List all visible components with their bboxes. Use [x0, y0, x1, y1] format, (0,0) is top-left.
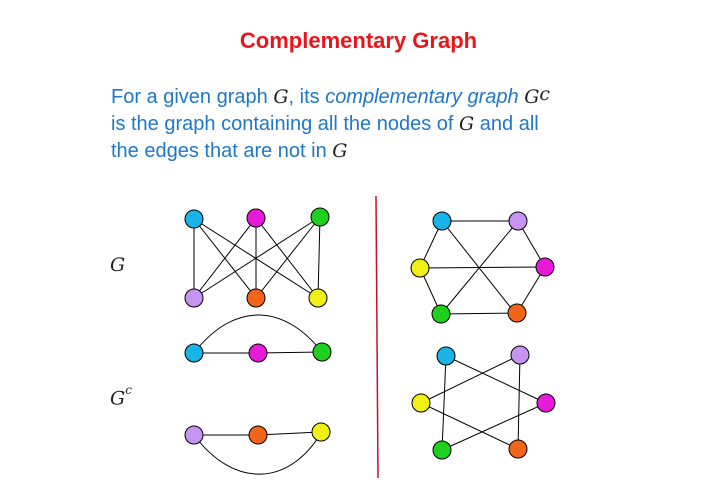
node-cyan	[184, 209, 204, 229]
edge	[420, 267, 546, 268]
edge	[193, 432, 322, 475]
edge	[440, 312, 518, 315]
edge	[193, 217, 257, 299]
edge	[255, 216, 321, 299]
graph-g-nodes	[184, 207, 330, 308]
node-violet	[510, 345, 530, 365]
graph-g-hexagon	[420, 220, 546, 315]
definition-line-2: is the graph containing all the nodes of…	[111, 113, 539, 135]
graph-g-hexagon-nodes	[410, 211, 555, 324]
node-magenta	[535, 257, 555, 277]
graph-gc	[193, 314, 323, 475]
edge	[257, 351, 323, 354]
graph-gc-label: Gc	[110, 383, 132, 410]
edge	[420, 354, 521, 404]
node-yellow	[311, 422, 331, 442]
node-magenta	[536, 393, 556, 413]
edge	[445, 355, 547, 404]
node-yellow	[411, 393, 431, 413]
definition-text: For a given graph G, its complementary g…	[111, 83, 631, 165]
node-cyan	[184, 343, 204, 363]
definition-line-3: the edges that are not in G	[111, 140, 348, 162]
divider-line	[375, 195, 379, 479]
node-magenta	[246, 208, 266, 228]
node-cyan	[436, 346, 456, 366]
page-title: Complementary Graph	[239, 28, 478, 53]
node-yellow	[308, 288, 328, 308]
node-cyan	[432, 211, 452, 231]
node-yellow	[410, 258, 430, 278]
edge	[317, 216, 321, 299]
edge	[420, 402, 519, 450]
graph-gc-hexagon	[420, 354, 547, 451]
definition-line-1: For a given graph G, its complementary g…	[111, 83, 551, 108]
graph-g-label: G	[110, 254, 126, 276]
node-orange	[507, 303, 527, 323]
graph-gc-nodes	[184, 342, 332, 445]
graph-gc-hexagon-nodes	[411, 345, 556, 460]
node-violet	[184, 288, 204, 308]
node-magenta	[248, 343, 268, 363]
edge	[441, 220, 515, 313]
node-green	[312, 342, 332, 362]
edge	[193, 216, 321, 299]
edge	[257, 432, 320, 435]
edge	[441, 355, 447, 451]
node-violet	[508, 211, 528, 231]
node-orange	[248, 425, 268, 445]
node-violet	[184, 425, 204, 445]
edge	[517, 354, 521, 450]
node-orange	[508, 439, 528, 459]
node-orange	[246, 288, 266, 308]
graph-g	[193, 216, 321, 299]
edge	[441, 402, 547, 451]
node-green	[432, 440, 452, 460]
edge	[193, 314, 323, 354]
node-green	[431, 304, 451, 324]
node-green	[310, 207, 330, 227]
